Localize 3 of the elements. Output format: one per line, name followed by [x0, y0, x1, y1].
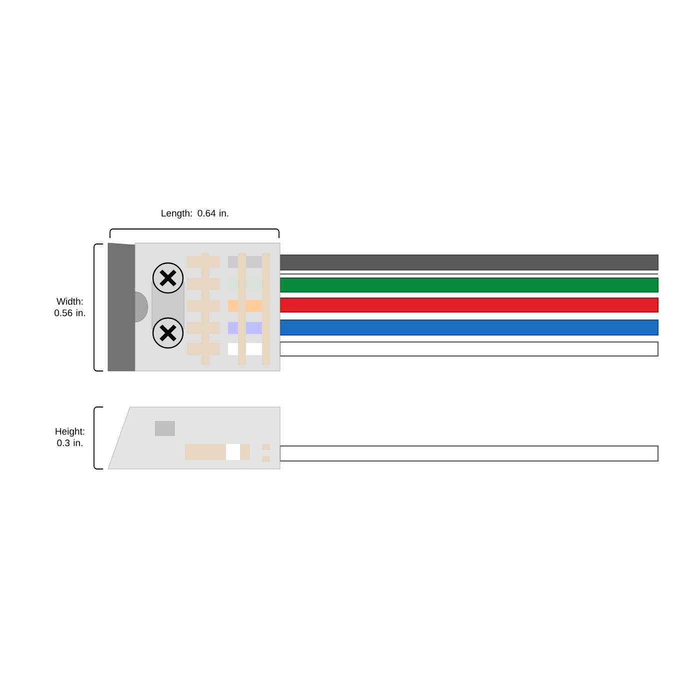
dimension-label: Width: 0.56 in.: [54, 298, 85, 316]
dimension-label: Height: 0.3 in.: [56, 428, 84, 446]
dimension-label: Length: 0.64 in.: [162, 210, 228, 218]
